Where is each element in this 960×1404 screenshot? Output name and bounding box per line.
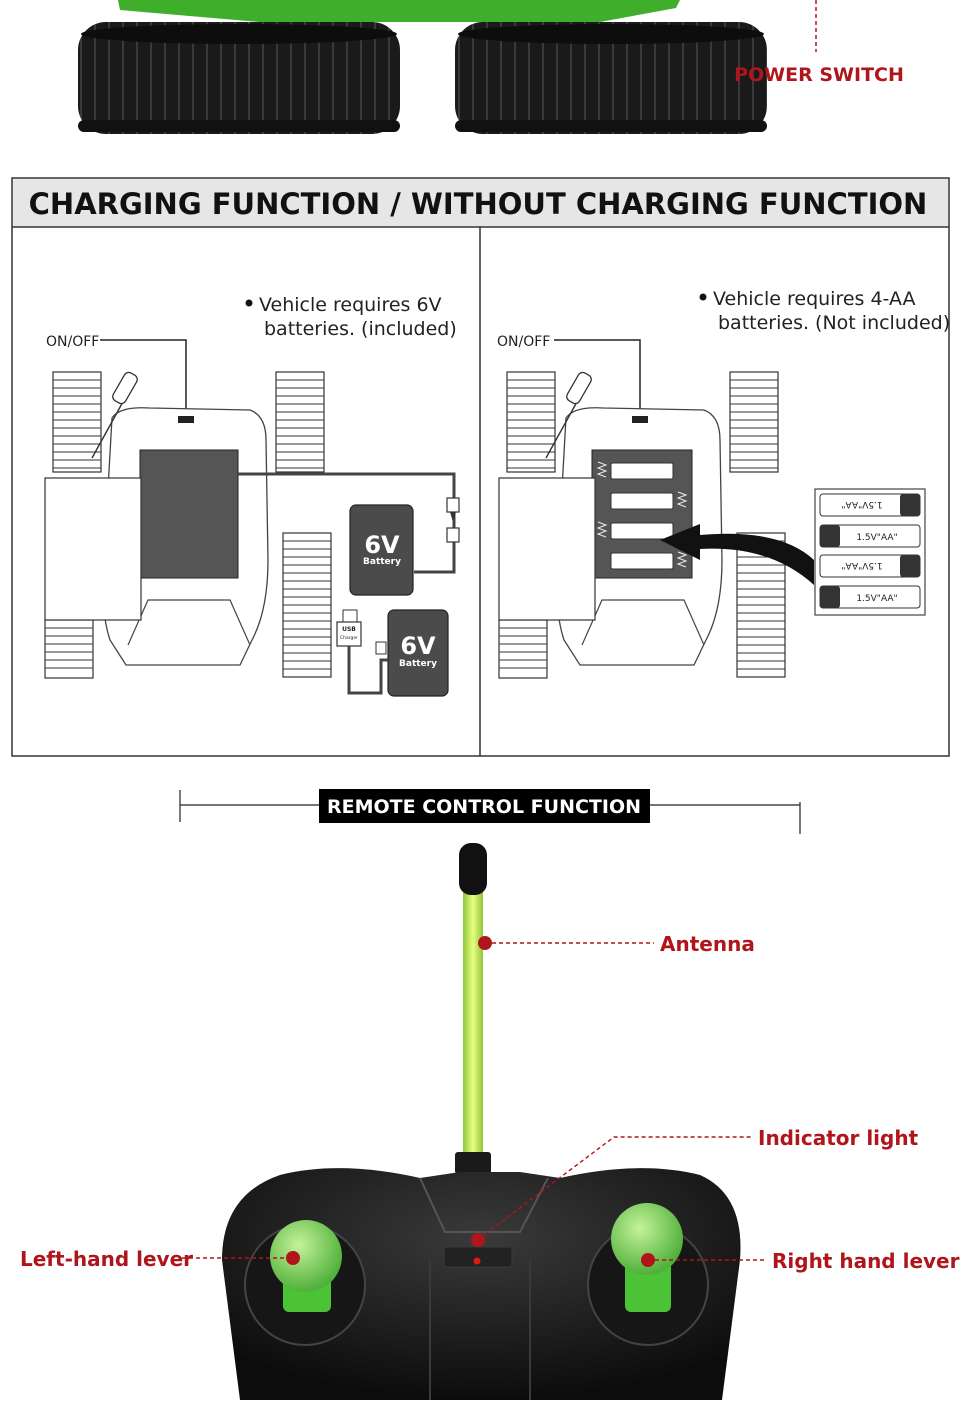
right-lever-knob[interactable]	[611, 1203, 683, 1275]
remote-body	[222, 1168, 741, 1400]
remote-section-title-bg	[319, 789, 650, 823]
battery-pack-6v-a: 6V Battery	[349, 504, 414, 596]
left-onoff-label: ON/OFF	[46, 334, 99, 350]
aa-batteries-group: 1.5V"AA" 1.5V"AA" 1.5V"AA" 1.5V"AA"	[814, 488, 926, 616]
charging-panel-title: CHARGING FUNCTION / WITHOUT CHARGING FUN…	[29, 187, 928, 221]
left-note-line2: batteries. (included)	[264, 318, 457, 340]
svg-text:6V: 6V	[400, 632, 436, 660]
bullet-icon	[699, 293, 707, 301]
left-power-switch-icon	[178, 416, 194, 423]
connector-icon	[446, 497, 460, 513]
right-track-rear-left	[498, 619, 548, 679]
right-onoff-label: ON/OFF	[497, 334, 550, 350]
insert-arrow-icon	[660, 524, 814, 585]
right-power-switch-icon	[632, 416, 648, 423]
indicator-label: Indicator light	[758, 1126, 919, 1150]
aa-battery-icon: 1.5V"AA"	[819, 524, 921, 548]
right-note-line1: Vehicle requires 4-AA	[713, 288, 916, 310]
battery-big-label: 6V	[364, 531, 400, 559]
svg-text:USB: USB	[342, 626, 356, 633]
right-track-front-left	[506, 371, 556, 473]
antenna-tip	[459, 843, 487, 895]
antenna-callout: Antenna	[478, 932, 755, 956]
left-wheel	[78, 22, 400, 134]
left-track-rear-left	[44, 619, 94, 679]
vehicle-top-image: POWER SWITCH	[78, 0, 904, 134]
svg-text:1.5V"AA": 1.5V"AA"	[841, 560, 882, 570]
left-battery-cover	[44, 477, 142, 621]
left-lever-knob[interactable]	[270, 1220, 342, 1292]
left-note-line1: Vehicle requires 6V	[259, 294, 442, 316]
right-wheel	[455, 22, 767, 134]
svg-text:1.5V"AA": 1.5V"AA"	[856, 594, 897, 604]
left-screwdriver-icon	[91, 371, 138, 459]
charging-panel-header	[13, 179, 948, 227]
aa-battery-compartment	[591, 449, 693, 579]
right-onoff-leader	[554, 339, 641, 416]
aa-battery-icon: 1.5V"AA"	[819, 554, 921, 578]
bullet-icon	[245, 299, 253, 307]
right-lever-label: Right hand lever	[772, 1249, 960, 1273]
left-track-front-left	[52, 371, 102, 473]
battery-word-label: Battery	[363, 557, 401, 567]
indicator-light	[473, 1257, 481, 1265]
right-screwdriver-icon	[545, 371, 592, 459]
left-battery-bay	[139, 449, 239, 579]
svg-text:1.5V"AA": 1.5V"AA"	[856, 533, 897, 543]
left-battery-cable	[238, 472, 456, 574]
left-onoff-leader	[100, 339, 187, 416]
power-switch-label: POWER SWITCH	[734, 64, 904, 86]
usb-charger-icon: USB Charger	[336, 609, 388, 695]
vehicle-body-green	[118, 0, 680, 22]
battery-pack-6v-b: 6V Battery	[387, 609, 449, 697]
connector-icon	[446, 527, 460, 543]
right-track-front-right	[729, 371, 779, 473]
charging-diagram-left: Vehicle requires 6V batteries. (included…	[44, 294, 460, 697]
right-battery-cover	[498, 477, 596, 621]
antenna	[463, 888, 483, 1163]
left-lever-label: Left-hand lever	[20, 1247, 193, 1271]
remote-section: REMOTE CONTROL FUNCTION Antenna	[20, 789, 960, 1400]
charging-panel: CHARGING FUNCTION / WITHOUT CHARGING FUN…	[11, 177, 950, 757]
svg-text:Battery: Battery	[399, 659, 437, 669]
aa-battery-icon: 1.5V"AA"	[819, 493, 921, 517]
left-track-front-right	[275, 371, 325, 473]
right-lever-callout: Right hand lever	[641, 1249, 960, 1273]
antenna-label: Antenna	[660, 932, 755, 956]
remote-controller-image	[222, 843, 741, 1400]
remote-section-title: REMOTE CONTROL FUNCTION	[327, 796, 641, 818]
right-note-line2: batteries. (Not included)	[718, 312, 950, 334]
svg-text:Charger: Charger	[340, 635, 358, 641]
svg-text:1.5V"AA": 1.5V"AA"	[841, 499, 882, 509]
indicator-callout: Indicator light	[471, 1126, 919, 1247]
left-lever-callout: Left-hand lever	[20, 1247, 300, 1271]
left-track-rear-right	[282, 532, 332, 678]
charging-diagram-right: Vehicle requires 4-AA batteries. (Not in…	[497, 288, 950, 679]
aa-battery-icon: 1.5V"AA"	[819, 585, 921, 609]
